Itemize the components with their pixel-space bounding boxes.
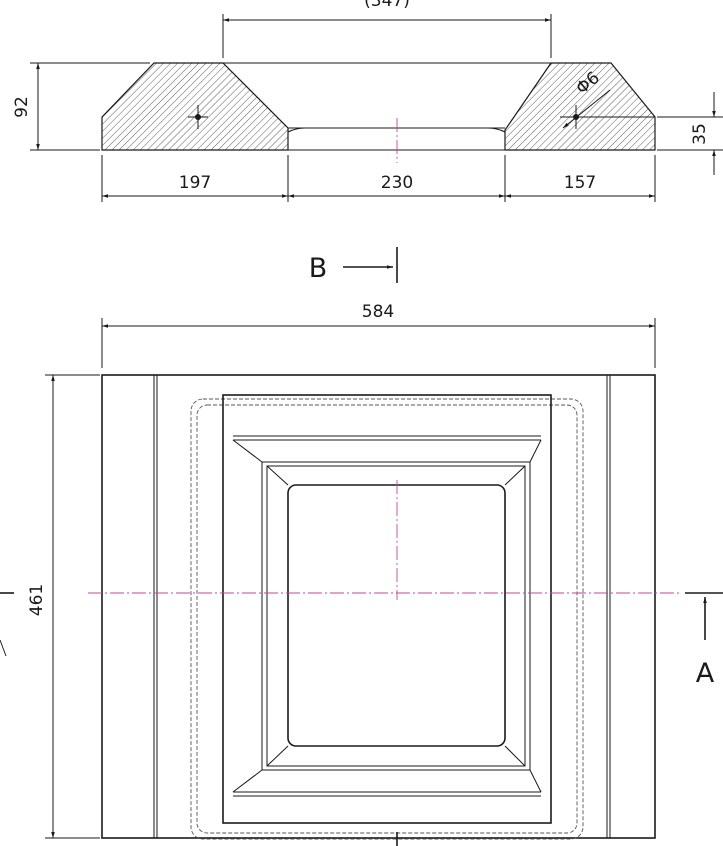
plan-hidden-outline-outer — [190, 398, 584, 840]
plan-step-outer — [261, 461, 531, 771]
section-left-hatch — [101, 62, 289, 151]
section-marker-a-left-partial — [0, 592, 14, 657]
hole-leader-line — [562, 89, 611, 129]
dim-top-label: (347) — [364, 0, 410, 11]
dim-width-label: 584 — [362, 302, 394, 322]
plan-view: 584 461 — [27, 302, 680, 840]
section-marker-a: A — [685, 592, 723, 689]
dim-lip-label: 35 — [690, 123, 710, 145]
cavity-outline — [223, 62, 551, 151]
dim-middle-segment-label: 230 — [381, 173, 413, 193]
plan-outer-slab — [101, 374, 656, 839]
plan-hidden-outline-inner — [196, 404, 578, 834]
section-view: Φ6 (347) 92 35 197 230 157 — [12, 0, 723, 202]
plan-corner-diagonals — [232, 439, 542, 793]
section-b-label-top: B — [309, 253, 328, 284]
plan-step-diagonals — [266, 465, 526, 767]
dim-left-segment-label: 197 — [179, 173, 211, 193]
section-a-label: A — [696, 658, 715, 689]
section-marker-b-top: B — [309, 247, 398, 284]
left-hole-point — [195, 114, 201, 120]
plan-bottom-opening — [287, 484, 506, 747]
dim-height-label: 92 — [12, 96, 32, 118]
section-a-left-fragment — [0, 639, 7, 657]
section-right-hatch — [504, 62, 656, 151]
plan-bevel-outer — [233, 435, 541, 797]
plan-top-opening — [222, 394, 552, 824]
plan-step-inner — [266, 465, 526, 767]
dim-right-segment-label: 157 — [564, 173, 596, 193]
dim-plan-height-label: 461 — [27, 584, 47, 616]
